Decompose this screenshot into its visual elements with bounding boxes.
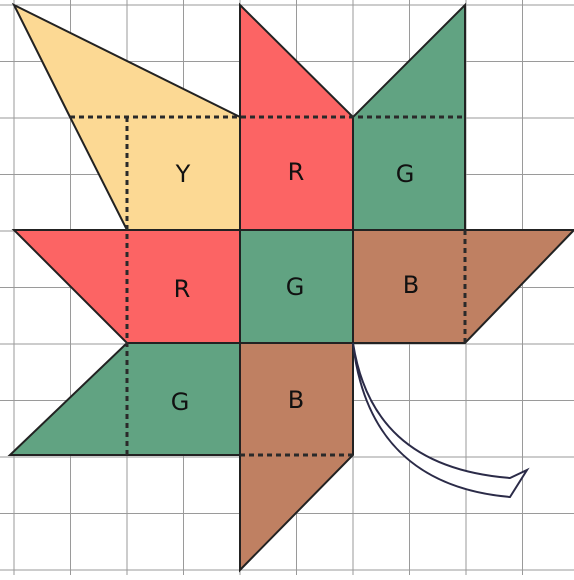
label-green-center: G bbox=[286, 273, 305, 301]
label-green-bottom: G bbox=[171, 388, 190, 416]
label-red-middle: R bbox=[174, 275, 191, 303]
label-brown-right: B bbox=[403, 271, 419, 299]
label-yellow-top: Y bbox=[175, 160, 191, 188]
label-red-top: R bbox=[288, 158, 305, 186]
label-green-top: G bbox=[396, 160, 415, 188]
dotted-seams bbox=[70, 115, 467, 457]
green-bottom-patch bbox=[7, 342, 241, 456]
label-brown-bottom: B bbox=[288, 386, 304, 414]
leaf-stem bbox=[352, 342, 530, 499]
